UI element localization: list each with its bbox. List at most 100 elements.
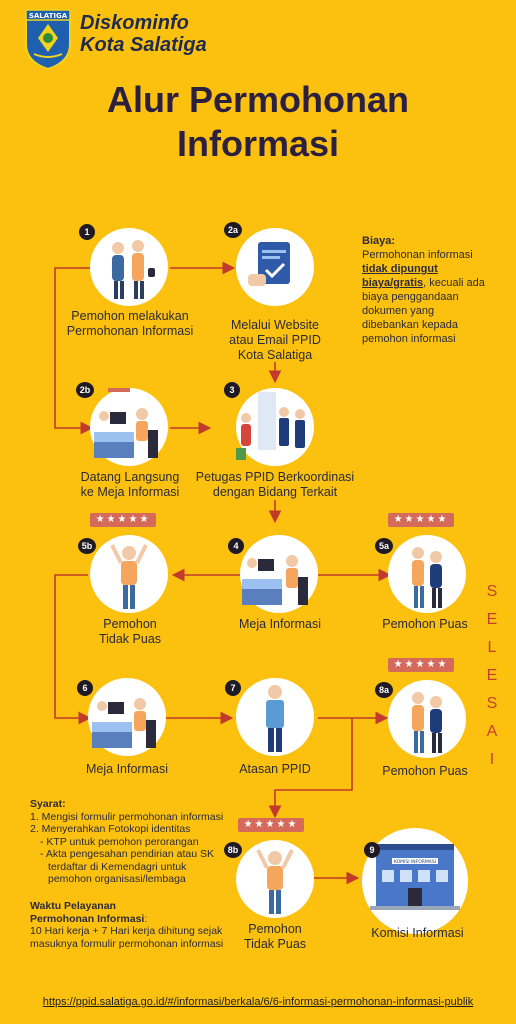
- biaya-highlight2: biaya/gratis: [362, 277, 424, 289]
- step2b-line2: ke Meja Informasi: [80, 485, 180, 499]
- step2a-line3: Kota Salatiga: [237, 348, 313, 362]
- step8a-badge: 8a: [375, 682, 393, 698]
- step2a-line2: atau Email PPID: [229, 333, 321, 347]
- selesai-letter: E: [486, 667, 498, 684]
- step3-badge: 3: [224, 382, 240, 398]
- step8b-label: Pemohon Tidak Puas: [215, 922, 335, 952]
- happy-couple-icon: [412, 547, 442, 608]
- step9-label: Komisi Informasi: [371, 926, 464, 940]
- step1-illustration: [90, 228, 168, 306]
- step7-label: Atasan PPID: [239, 762, 311, 776]
- step5b-line1: Pemohon: [103, 617, 157, 631]
- step8b-illustration: [236, 840, 314, 918]
- biaya-line7: pemohon informasi: [362, 333, 456, 345]
- selesai-letter: S: [486, 695, 498, 712]
- selesai-letter: L: [487, 639, 497, 656]
- step6-badge: 6: [77, 680, 93, 696]
- arrow-1-to-2b: [54, 267, 94, 435]
- page-title: Alur Permohonan Informasi: [0, 78, 516, 166]
- step2a-illustration: [236, 228, 314, 306]
- step8b-badge: 8b: [224, 842, 242, 858]
- unhappy-person-icon: [256, 849, 294, 914]
- step2a-line1: Melalui Website: [230, 318, 319, 332]
- step7-badge: 7: [225, 680, 241, 696]
- step1-line2: Permohonan Informasi: [66, 324, 194, 338]
- syarat-sub2a: - Akta pengesahan pendirian atau SK: [40, 848, 214, 860]
- org-name: Diskominfo Kota Salatiga: [80, 12, 207, 56]
- biaya-heading: Biaya:: [362, 235, 396, 247]
- syarat-note: Syarat: 1. Mengisi formulir permohonan i…: [30, 798, 235, 886]
- selesai-letter: E: [486, 611, 498, 628]
- information-desk-icon: [92, 698, 156, 748]
- step1-badge: 1: [79, 224, 95, 240]
- biaya-highlight1: tidak dipungut: [362, 263, 438, 275]
- unhappy-person-icon: [110, 544, 148, 609]
- step3-line1: Petugas PPID Berkoordinasi: [195, 470, 355, 484]
- selesai-letter: I: [489, 751, 495, 768]
- step2a-label: Melalui Website atau Email PPID Kota Sal…: [205, 318, 345, 363]
- step2b-illustration: [90, 386, 168, 466]
- syarat-item2: 2. Menyerahkan Fotokopi identitas: [30, 823, 191, 835]
- step9-badge: 9: [364, 842, 380, 858]
- step1-line1: Pemohon melakukan: [71, 309, 189, 323]
- rating-stars-5b: ★★★★★: [90, 513, 156, 527]
- arrow-7-to-8b: [268, 718, 353, 819]
- step5b-badge: 5b: [78, 538, 96, 554]
- biaya-line3: , kecuali ada: [423, 277, 485, 289]
- step2b-badge: 2b: [76, 382, 94, 398]
- step4-illustration: [240, 535, 318, 613]
- information-desk-icon: [242, 555, 308, 605]
- team-coordination-icon: [226, 392, 305, 460]
- selesai-letter: S: [486, 583, 498, 600]
- arrow-5b-to-6: [54, 574, 92, 725]
- step5a-badge: 5a: [375, 538, 393, 554]
- step4-label: Meja Informasi: [239, 617, 321, 631]
- syarat-sub1: - KTP untuk pemohon perorangan: [40, 835, 199, 848]
- selesai-letter: A: [486, 723, 498, 740]
- information-desk-icon: [94, 386, 158, 458]
- logo-text: SALATIGA: [29, 12, 68, 20]
- waktu-heading2: Permohonan Informasi: [30, 912, 145, 925]
- source-url-link[interactable]: https://ppid.salatiga.go.id/#/informasi/…: [42, 996, 474, 1008]
- step3-illustration: [226, 388, 314, 466]
- happy-couple-icon: [412, 692, 442, 753]
- document-check-icon: [248, 242, 290, 286]
- step8b-line2: Tidak Puas: [243, 937, 307, 951]
- biaya-line5: dokumen yang: [362, 305, 435, 317]
- org-line2: Kota Salatiga: [80, 34, 207, 56]
- step5b-label: Pemohon Tidak Puas: [70, 617, 190, 647]
- biaya-line6: dibebankan kepada: [362, 319, 459, 331]
- step3-line2: dengan Bidang Terkait: [212, 485, 338, 499]
- rating-stars-8b: ★★★★★: [238, 818, 304, 832]
- syarat-sub2c: pemohon organisasi/lembaga: [48, 873, 186, 885]
- step8a-label: Pemohon Puas: [382, 764, 468, 778]
- building-sign-text: KOMISI INFORMASI: [394, 859, 436, 865]
- waktu-note: Waktu Pelayanan Permohonan Informasi: 10…: [30, 900, 235, 950]
- step5a-label: Pemohon Puas: [382, 617, 468, 631]
- step2b-line1: Datang Langsung: [80, 470, 180, 484]
- waktu-line2: masuknya formulir permohonan informasi: [30, 937, 224, 950]
- step6-illustration: [88, 678, 166, 756]
- title-line1: Alur Permohonan: [106, 79, 410, 120]
- step5b-illustration: [90, 535, 168, 613]
- syarat-sub2b: terdaftar di Kemendagri untuk: [48, 860, 187, 873]
- elderly-couple-icon: [112, 240, 155, 299]
- step2b-label: Datang Langsung ke Meja Informasi: [60, 470, 200, 500]
- step7-illustration: [236, 678, 314, 756]
- title-line2: Informasi: [176, 123, 340, 164]
- biaya-line1: Permohonan informasi: [362, 249, 473, 261]
- biaya-line4: biaya penggandaan: [362, 291, 459, 303]
- step1-label: Pemohon melakukan Permohonan Informasi: [50, 309, 210, 339]
- step6-label: Meja Informasi: [86, 762, 168, 776]
- waktu-colon: :: [144, 912, 148, 925]
- step3-label: Petugas PPID Berkoordinasi dengan Bidang…: [185, 470, 365, 500]
- building-icon: KOMISI INFORMASI: [370, 844, 460, 910]
- syarat-heading: Syarat:: [30, 798, 66, 810]
- biaya-note: Biaya: Permohonan informasi tidak dipung…: [362, 234, 512, 346]
- org-line1: Diskominfo: [80, 12, 189, 34]
- selesai-vertical-text: S E L E S A I: [482, 578, 502, 774]
- step4-badge: 4: [228, 538, 244, 554]
- step8a-illustration: [388, 680, 466, 758]
